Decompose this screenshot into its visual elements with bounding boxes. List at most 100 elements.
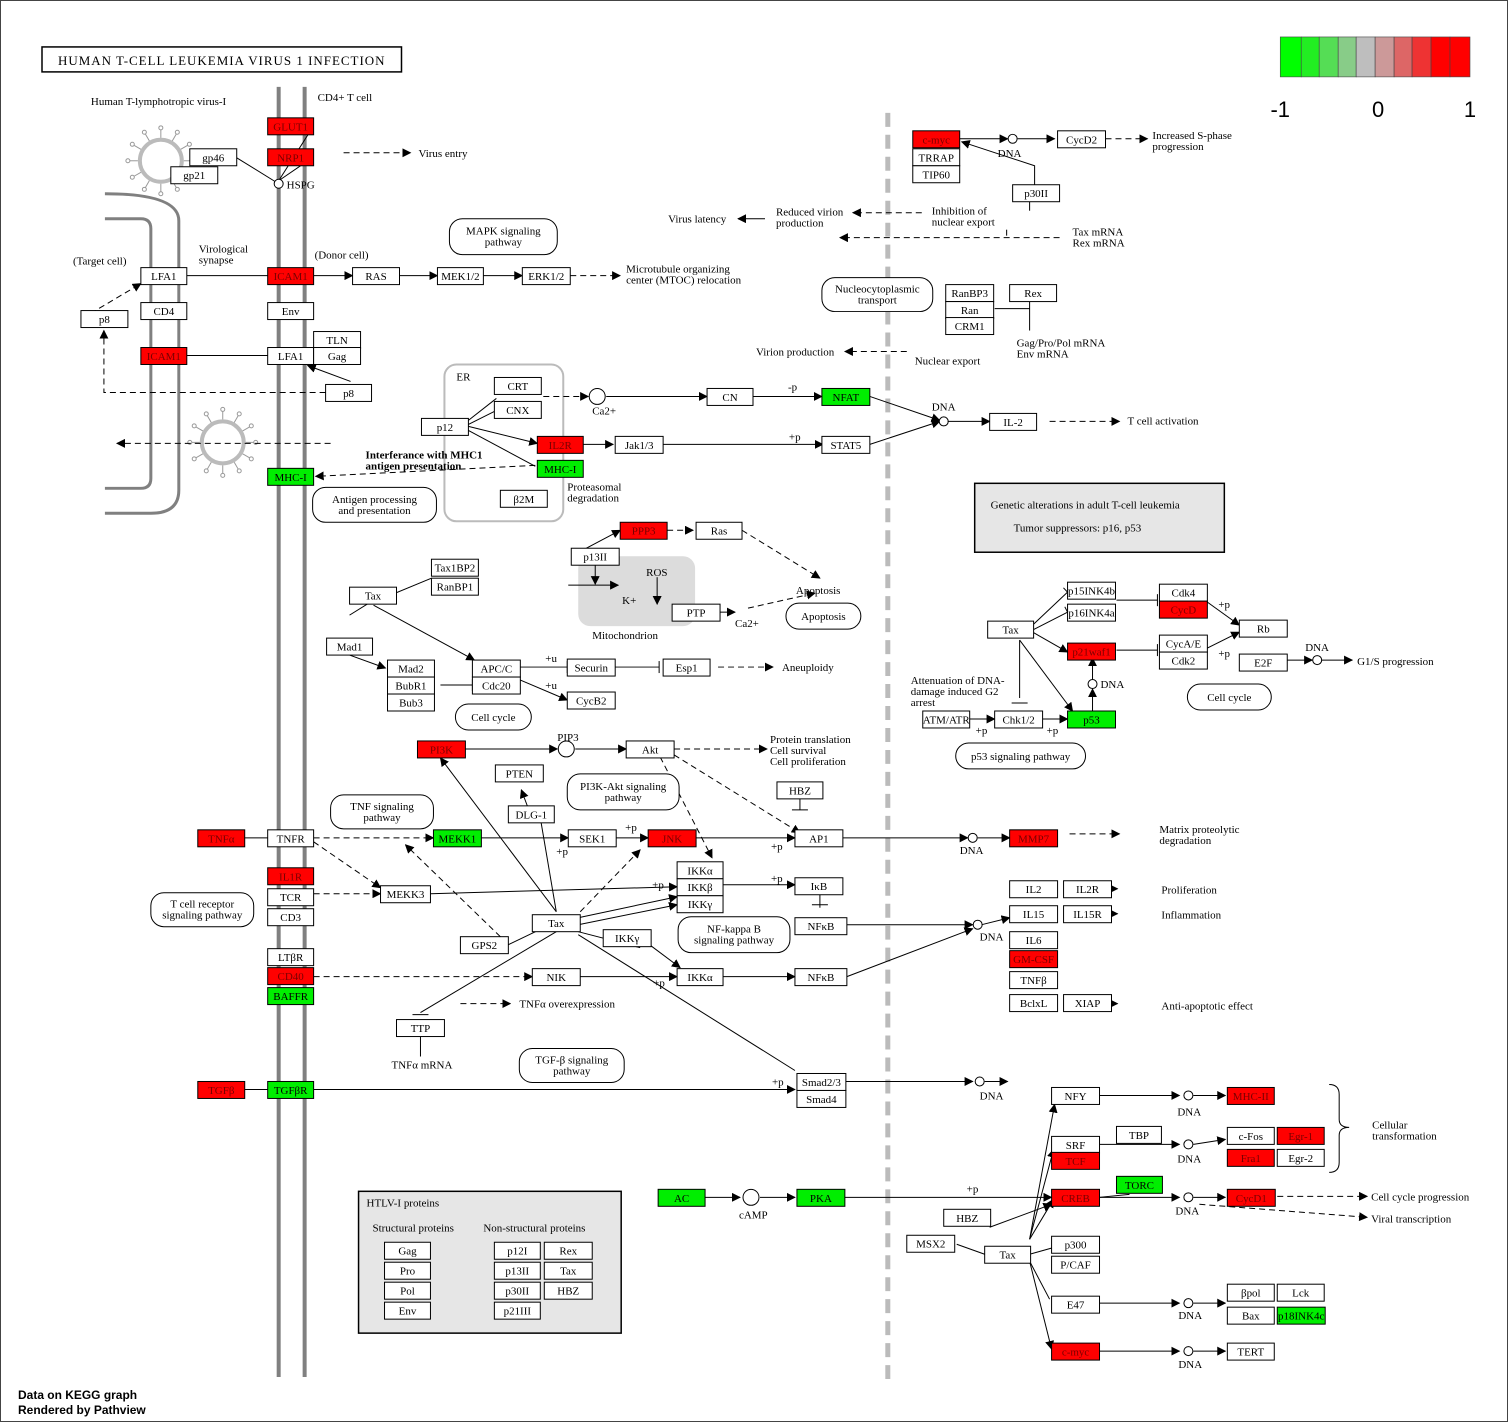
gene-node[interactable]: Rb bbox=[1238, 619, 1288, 638]
gene-box[interactable] bbox=[543, 1241, 593, 1260]
gene-node[interactable]: MEKK3 bbox=[380, 885, 431, 904]
gene-box[interactable] bbox=[80, 310, 129, 329]
gene-box[interactable] bbox=[493, 376, 542, 395]
gene-box[interactable] bbox=[432, 829, 482, 848]
gene-box[interactable] bbox=[387, 693, 435, 712]
gene-node[interactable]: Tax bbox=[984, 1245, 1032, 1264]
gene-node[interactable]: NIK bbox=[531, 968, 581, 987]
gene-node[interactable]: MEKK1 bbox=[432, 829, 482, 848]
gene-node[interactable]: PTEN bbox=[494, 764, 544, 783]
gene-node[interactable]: PPP3 bbox=[619, 521, 668, 540]
gene-box[interactable] bbox=[984, 1245, 1032, 1264]
gene-box[interactable] bbox=[536, 435, 584, 454]
gene-node[interactable]: HBZ bbox=[543, 1281, 593, 1300]
gene-node[interactable]: CRM1 bbox=[945, 317, 995, 336]
gene-node[interactable]: p30II bbox=[1012, 184, 1061, 203]
pathway-box[interactable] bbox=[454, 703, 532, 731]
gene-box[interactable] bbox=[1009, 931, 1059, 950]
gene-box[interactable] bbox=[543, 1281, 593, 1300]
gene-node[interactable]: Smad2/3 bbox=[796, 1072, 847, 1091]
gene-box[interactable] bbox=[267, 467, 315, 486]
gene-node[interactable]: Pro bbox=[384, 1261, 431, 1280]
gene-node[interactable]: Mad2 bbox=[387, 659, 435, 678]
gene-box[interactable] bbox=[493, 1261, 541, 1280]
gene-box[interactable] bbox=[1051, 1255, 1101, 1274]
gene-node[interactable]: RanBP1 bbox=[430, 577, 479, 596]
gene-node[interactable]: Jak1/3 bbox=[614, 435, 664, 454]
gene-box[interactable] bbox=[499, 489, 548, 508]
gene-node[interactable]: p12 bbox=[420, 417, 469, 436]
gene-box[interactable] bbox=[493, 400, 542, 419]
gene-node[interactable]: ICAM1 bbox=[140, 347, 188, 365]
gene-box[interactable] bbox=[1226, 1306, 1275, 1325]
gene-box[interactable] bbox=[384, 1261, 431, 1280]
gene-box[interactable] bbox=[794, 877, 844, 896]
gene-box[interactable] bbox=[494, 764, 544, 783]
gene-node[interactable]: STAT5 bbox=[821, 435, 871, 454]
gene-box[interactable] bbox=[676, 968, 724, 987]
gene-node[interactable]: gp46 bbox=[189, 148, 238, 167]
gene-node[interactable]: gp21 bbox=[170, 166, 219, 185]
gene-node[interactable]: E47 bbox=[1051, 1295, 1101, 1314]
gene-box[interactable] bbox=[1158, 651, 1208, 670]
gene-box[interactable] bbox=[614, 435, 664, 454]
gene-node[interactable]: Tax bbox=[531, 914, 581, 933]
gene-box[interactable] bbox=[1051, 1086, 1101, 1105]
gene-box[interactable] bbox=[1238, 619, 1288, 638]
gene-box[interactable] bbox=[945, 317, 995, 336]
gene-box[interactable] bbox=[1012, 184, 1061, 203]
gene-box[interactable] bbox=[1067, 581, 1116, 600]
gene-box[interactable] bbox=[459, 936, 509, 955]
gene-node[interactable]: Cdc20 bbox=[471, 676, 521, 695]
gene-box[interactable] bbox=[1057, 130, 1107, 149]
gene-box[interactable] bbox=[922, 710, 971, 729]
gene-box[interactable] bbox=[384, 1241, 431, 1260]
gene-box[interactable] bbox=[796, 1089, 847, 1108]
gene-node[interactable]: BclxL bbox=[1009, 994, 1059, 1013]
pathway-box[interactable] bbox=[448, 218, 558, 256]
gene-node[interactable]: E2F bbox=[1238, 653, 1288, 672]
gene-node[interactable]: IKKγ bbox=[676, 895, 724, 914]
gene-node[interactable]: β2M bbox=[499, 489, 548, 508]
gene-box[interactable] bbox=[326, 637, 374, 656]
gene-box[interactable] bbox=[384, 1301, 431, 1320]
gene-box[interactable] bbox=[267, 888, 315, 907]
gene-node[interactable]: BubR1 bbox=[387, 676, 435, 695]
gene-box[interactable] bbox=[267, 908, 315, 927]
gene-node[interactable]: RAS bbox=[352, 267, 400, 286]
gene-node[interactable]: Fra1 bbox=[1226, 1148, 1275, 1167]
gene-node[interactable]: Tax1BP2 bbox=[430, 558, 479, 577]
gene-node[interactable]: p12I bbox=[493, 1241, 541, 1260]
gene-box[interactable] bbox=[647, 829, 697, 848]
gene-box[interactable] bbox=[197, 829, 246, 848]
gene-node[interactable]: IKKα bbox=[676, 861, 724, 880]
gene-node[interactable]: HBZ bbox=[943, 1208, 992, 1227]
gene-box[interactable] bbox=[1115, 1175, 1163, 1194]
gene-box[interactable] bbox=[1051, 1188, 1101, 1207]
gene-node[interactable]: c-myc bbox=[912, 130, 961, 149]
gene-node[interactable]: TGFβ bbox=[197, 1080, 246, 1099]
gene-node[interactable]: TBP bbox=[1115, 1125, 1162, 1144]
gene-node[interactable]: c-Fos bbox=[1226, 1126, 1275, 1145]
gene-node[interactable]: IL15R bbox=[1063, 905, 1112, 924]
gene-box[interactable] bbox=[267, 117, 315, 136]
gene-node[interactable]: p8 bbox=[80, 310, 129, 329]
gene-box[interactable] bbox=[989, 412, 1038, 431]
gene-box[interactable] bbox=[1067, 710, 1116, 729]
gene-box[interactable] bbox=[536, 459, 584, 478]
gene-box[interactable] bbox=[912, 165, 961, 184]
gene-node[interactable]: NFκB bbox=[794, 917, 848, 936]
gene-box[interactable] bbox=[1226, 1086, 1275, 1105]
gene-box[interactable] bbox=[1063, 905, 1112, 924]
gene-box[interactable] bbox=[570, 547, 620, 566]
gene-node[interactable]: IL2 bbox=[1009, 880, 1059, 899]
gene-box[interactable] bbox=[1051, 1151, 1101, 1170]
gene-box[interactable] bbox=[1158, 600, 1208, 619]
gene-node[interactable]: ERK1/2 bbox=[521, 267, 571, 286]
gene-box[interactable] bbox=[267, 948, 315, 967]
gene-box[interactable] bbox=[994, 710, 1044, 729]
gene-box[interactable] bbox=[1009, 829, 1059, 848]
gene-box[interactable] bbox=[1276, 1148, 1325, 1167]
